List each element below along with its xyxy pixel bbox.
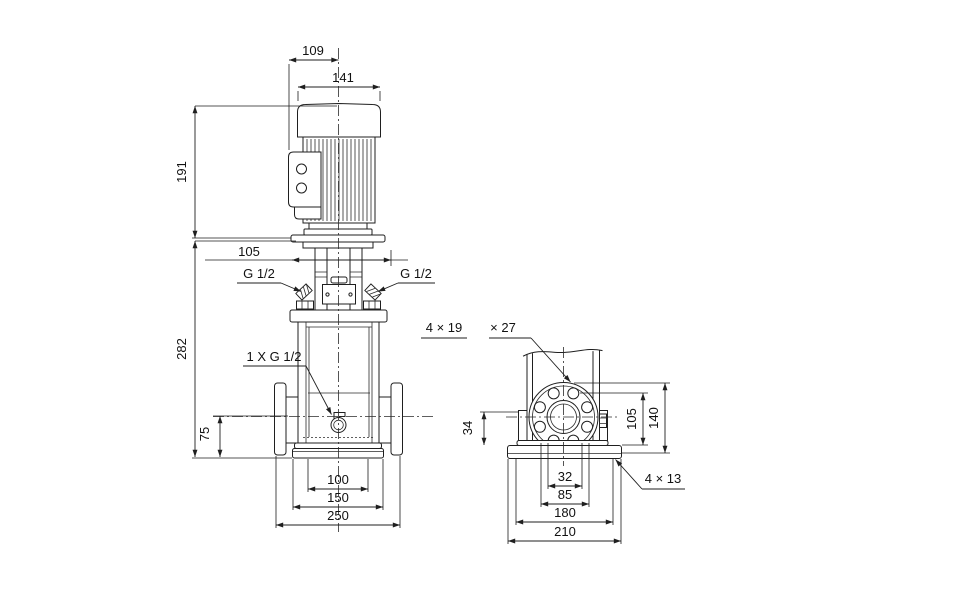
- dim-port-top-height-label: 140: [646, 407, 661, 429]
- dim-foot-height-label: 34: [460, 421, 475, 435]
- dim-base-length-inner-label: 180: [554, 505, 576, 520]
- dim-motor-height-label: 191: [174, 161, 189, 183]
- pump-foot-flare: [294, 442, 382, 449]
- motor-terminal-box: [288, 151, 322, 208]
- cable-entry-hole: [296, 182, 307, 194]
- flange-hub-label: × 27: [490, 320, 516, 335]
- vent-plug-left: [295, 283, 313, 301]
- foot-leg-right: [599, 410, 608, 442]
- vent-plug-right-label: G 1/2: [400, 266, 432, 281]
- motor-stool-plate: [302, 241, 374, 249]
- dim-head-width-label: 105: [238, 244, 260, 259]
- dim-pump-height-label: 282: [174, 338, 189, 360]
- foot-leg-left: [518, 410, 528, 442]
- base-plate: [507, 445, 622, 459]
- base-holes-label: 4 × 13: [645, 471, 682, 486]
- vent-plug-right-hex: [363, 300, 381, 310]
- motor-flange-disc: [303, 228, 373, 236]
- vent-plug-left-label: G 1/2: [243, 266, 275, 281]
- base-flare: [516, 440, 609, 446]
- cable-entry-hole: [296, 163, 307, 175]
- dim-motor-width-label: 141: [332, 70, 354, 85]
- flange-holes-label: 4 × 19: [426, 320, 463, 335]
- port-flange-right: [390, 382, 403, 456]
- dim-port-height-label: 75: [197, 427, 212, 441]
- port-pipe-right: [378, 396, 392, 444]
- dim-port-holes-height-label: 105: [624, 408, 639, 430]
- dim-flange-span-label: 250: [327, 508, 349, 523]
- sleeve-break-line: [522, 348, 603, 357]
- dim-base-holes-spacing-wide-label: 85: [558, 487, 572, 502]
- coupling-screw: [325, 292, 330, 297]
- front-view-pump: [213, 48, 435, 532]
- coupling-block: [322, 284, 356, 305]
- pump-base: [292, 448, 384, 459]
- motor-terminal-box-lower: [294, 206, 322, 220]
- front-view-dimensions: 109 141 191 282 75 105 G 1/2 G 1/2 1 X G…: [174, 43, 435, 528]
- side-view-dimensions: 4 × 19 × 27 34 105 140 4 × 13 32 85 180 …: [421, 320, 685, 544]
- motor-neck: [308, 222, 368, 230]
- port-flange-left: [274, 382, 287, 456]
- dim-base-length-label: 210: [554, 524, 576, 539]
- port-pipe-left: [285, 396, 299, 444]
- motor-mounting-plate: [290, 234, 386, 243]
- side-view-pump: [506, 347, 622, 466]
- coupling-screw: [348, 292, 353, 297]
- dim-base-width-inner-label: 100: [327, 472, 349, 487]
- motor-fan-cover: [297, 102, 381, 138]
- vent-plug-right: [364, 283, 382, 301]
- dim-base-width-label: 150: [327, 490, 349, 505]
- sleeve-tab: [599, 413, 607, 428]
- dim-base-holes-spacing-label: 32: [558, 469, 572, 484]
- vent-plug-left-hex: [296, 300, 314, 310]
- dim-motor-depth-label: 109: [302, 43, 324, 58]
- coupling-cap: [330, 276, 348, 284]
- drain-plug-label: 1 X G 1/2: [247, 349, 302, 364]
